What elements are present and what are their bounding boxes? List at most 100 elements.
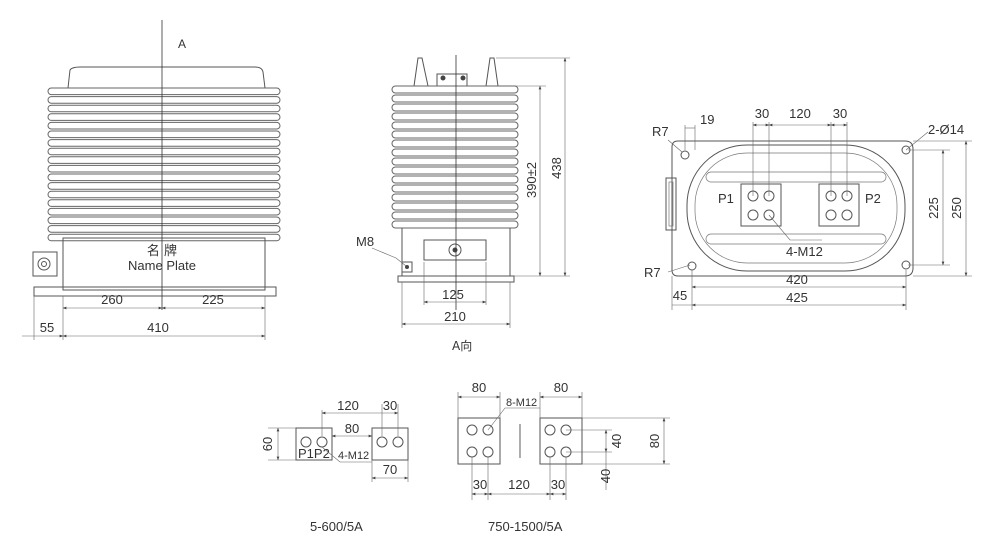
front-dim-260: 260: [101, 292, 123, 307]
insulator-fin: [391, 193, 519, 202]
top-bolts-leader: [768, 214, 822, 241]
insulator-fin: [47, 173, 281, 182]
side-m8-leader: [371, 247, 407, 267]
ds-bolts-leader: [321, 446, 372, 463]
detail-large: 80 80 8-M12 40 80 40 30 120 30 750-1500/…: [457, 380, 670, 534]
top-bolts-label: 4-M12: [786, 244, 823, 259]
ds-caption: 5-600/5A: [310, 519, 363, 534]
insulator-fin: [391, 211, 519, 220]
front-base-plate: [33, 286, 277, 297]
side-top-bolt-left: [440, 75, 446, 81]
top-racetrack-inner: [694, 152, 898, 264]
top-dim-45: 45: [673, 288, 687, 303]
dl-bolts-leader: [487, 407, 540, 431]
side-dim-210: 210: [444, 309, 466, 324]
top-dim-225: 225: [926, 197, 941, 219]
insulator-fin: [47, 207, 281, 216]
front-lower-body: [62, 237, 266, 291]
insulator-fin: [47, 190, 281, 199]
top-bolt: [747, 209, 759, 221]
dl-dim-40-a: 40: [609, 434, 624, 448]
insulator-fin: [391, 166, 519, 175]
top-corner-r7-top: R7: [652, 124, 669, 139]
top-terminal-plate-p2: [818, 183, 860, 227]
dl-bolt: [482, 424, 494, 436]
side-view-caption: A向: [452, 338, 472, 353]
top-holes-label: 2-Ø14: [928, 122, 964, 137]
front-nameplate-en: Name Plate: [128, 258, 196, 273]
front-view-marker: A: [178, 37, 186, 51]
front-terminal-box: [32, 251, 58, 277]
top-terminal-plate-p1: [740, 183, 782, 227]
top-dim-425: 425: [786, 290, 808, 305]
top-outer-plate: [671, 140, 914, 277]
top-slot-upper: [705, 171, 887, 183]
front-view: A 名 牌 Name Plate 260 225 55 410: [22, 20, 281, 340]
side-view: M8 390±2 438 125 210 A向: [356, 55, 570, 353]
side-dim-438: 438: [549, 157, 564, 179]
insulator-fin: [391, 175, 519, 184]
dl-dim-40-b: 40: [598, 469, 613, 483]
ds-bolt: [392, 436, 404, 448]
side-dim-390: 390±2: [524, 162, 539, 198]
detail-small: 120 30 80 60 P1P2 4-M12 70 5-600/5A: [260, 398, 409, 534]
insulator-fin: [47, 96, 281, 104]
front-dim-55: 55: [40, 320, 54, 335]
side-ground-stud: [401, 261, 413, 273]
front-dim-410: 410: [147, 320, 169, 335]
insulator-fin: [47, 104, 281, 113]
insulator-fin: [391, 103, 519, 112]
insulator-fin: [391, 94, 519, 103]
side-dim-125: 125: [442, 287, 464, 302]
side-terminal-core: [452, 247, 458, 253]
dl-dim-30-left: 30: [473, 477, 487, 492]
ds-dim-30: 30: [383, 398, 397, 413]
insulator-fin: [47, 139, 281, 147]
insulator-fin: [47, 164, 281, 173]
side-tab-left: [413, 57, 429, 87]
side-top-bolt-right: [460, 75, 466, 81]
dl-bolt: [466, 446, 478, 458]
insulator-fin: [47, 121, 281, 130]
side-m8-label: M8: [356, 234, 374, 249]
top-slot-lower: [705, 233, 887, 245]
dl-plate-left: [457, 417, 501, 465]
side-fins: [391, 85, 519, 229]
top-terminal-p2: P2: [865, 191, 881, 206]
ds-bolt: [376, 436, 388, 448]
ds-dim-60: 60: [260, 437, 275, 451]
top-dim-30-left: 30: [755, 106, 769, 121]
insulator-fin: [47, 182, 281, 190]
insulator-fin: [391, 112, 519, 121]
insulator-fin: [391, 130, 519, 139]
insulator-fin: [47, 147, 281, 156]
ds-terminal-label: P1P2: [298, 446, 330, 461]
top-r7-leader-bottom: [667, 264, 691, 273]
top-side-box: [665, 177, 677, 231]
side-terminal-ring: [448, 243, 462, 257]
insulator-fin: [47, 225, 281, 233]
insulator-fin: [47, 87, 281, 96]
front-nameplate-cn: 名 牌: [147, 243, 177, 259]
insulator-fin: [47, 156, 281, 164]
insulator-fin: [47, 199, 281, 207]
insulator-fin: [391, 148, 519, 157]
top-dim-120: 120: [789, 106, 811, 121]
top-dim-420: 420: [786, 272, 808, 287]
front-dim-225: 225: [202, 292, 224, 307]
dl-dim-80-left: 80: [472, 380, 486, 395]
top-side-box-inner: [668, 181, 674, 227]
top-racetrack-outer: [686, 144, 906, 272]
top-dim-250: 250: [949, 197, 964, 219]
insulator-fin: [47, 216, 281, 225]
top-mount-hole-tl: [680, 150, 690, 160]
dl-bolt: [544, 446, 556, 458]
insulator-fin: [391, 202, 519, 211]
dl-bolt: [544, 424, 556, 436]
dl-bolt: [482, 446, 494, 458]
top-terminal-p1: P1: [718, 191, 734, 206]
top-bolts-p1: [747, 190, 775, 221]
insulator-fin: [391, 184, 519, 193]
front-terminal-core: [41, 261, 47, 267]
